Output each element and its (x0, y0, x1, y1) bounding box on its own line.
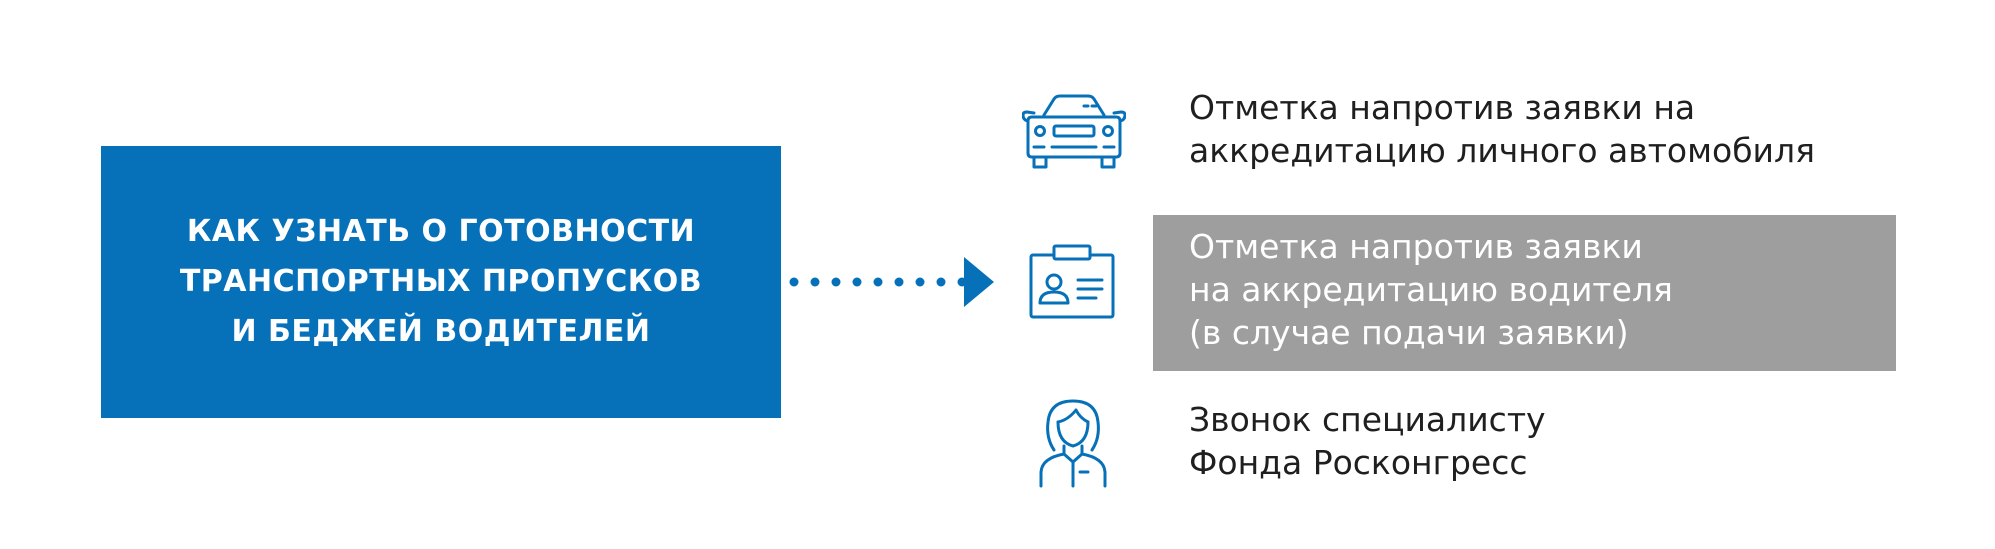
specialist-icon (1039, 399, 1107, 488)
item-line: Фонда Росконгресс (1189, 443, 1528, 482)
dotted-arrow-icon (789, 257, 994, 307)
highlight-box (1153, 215, 1896, 371)
item-line: аккредитацию личного автомобиля (1189, 131, 1815, 170)
title-text: КАК УЗНАТЬ О ГОТОВНОСТИ ТРАНСПОРТНЫХ ПРО… (180, 207, 702, 357)
title-line: КАК УЗНАТЬ О ГОТОВНОСТИ (186, 214, 696, 249)
title-box: КАК УЗНАТЬ О ГОТОВНОСТИ ТРАНСПОРТНЫХ ПРО… (101, 146, 781, 418)
item-specialist-text: Звонок специалисту Фонда Росконгресс (1189, 398, 1546, 484)
item-line: Звонок специалисту (1189, 400, 1546, 439)
item-line: (в случае подачи заявки) (1189, 313, 1629, 352)
item-line: на аккредитацию водителя (1189, 270, 1673, 309)
title-line: ТРАНСПОРТНЫХ ПРОПУСКОВ (179, 264, 703, 299)
id-badge-icon (1029, 244, 1115, 319)
item-driver-text: Отметка напротив заявки на аккредитацию … (1189, 225, 1673, 354)
title-line: И БЕДЖЕЙ ВОДИТЕЛЕЙ (231, 314, 651, 349)
item-personal-car-text: Отметка напротив заявки на аккредитацию … (1189, 86, 1815, 172)
item-line: Отметка напротив заявки на (1189, 88, 1696, 127)
car-icon (1022, 94, 1126, 169)
item-line: Отметка напротив заявки (1189, 227, 1643, 266)
